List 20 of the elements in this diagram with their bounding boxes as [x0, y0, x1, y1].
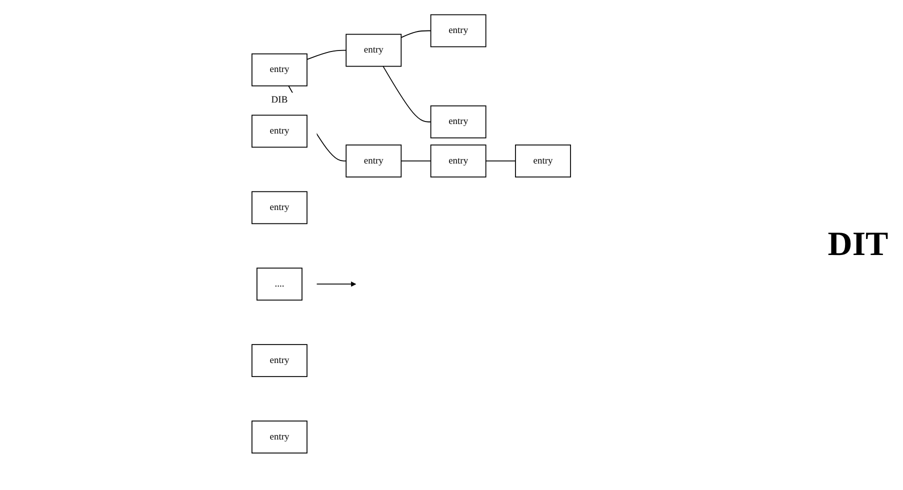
node-box: entry	[252, 191, 308, 224]
node-box: entry	[515, 144, 571, 178]
node-box: entry	[252, 114, 308, 148]
connector	[400, 160, 432, 162]
node-box: entry	[252, 420, 308, 454]
connector	[400, 30, 432, 38]
connector	[485, 160, 516, 162]
node-text: DIB	[271, 94, 288, 105]
connector	[306, 50, 347, 60]
node-box: entry	[346, 144, 402, 178]
node-box: entry	[430, 14, 486, 48]
node-box: entry	[346, 34, 402, 67]
node-box: ....	[256, 268, 302, 301]
diagram-label: DIT	[826, 226, 890, 264]
node-box: entry	[430, 105, 486, 138]
node-box: entry	[430, 144, 486, 178]
connector	[382, 66, 432, 122]
node-box: entry	[252, 53, 308, 86]
arrow	[316, 282, 356, 287]
node-box: entry	[252, 344, 308, 378]
